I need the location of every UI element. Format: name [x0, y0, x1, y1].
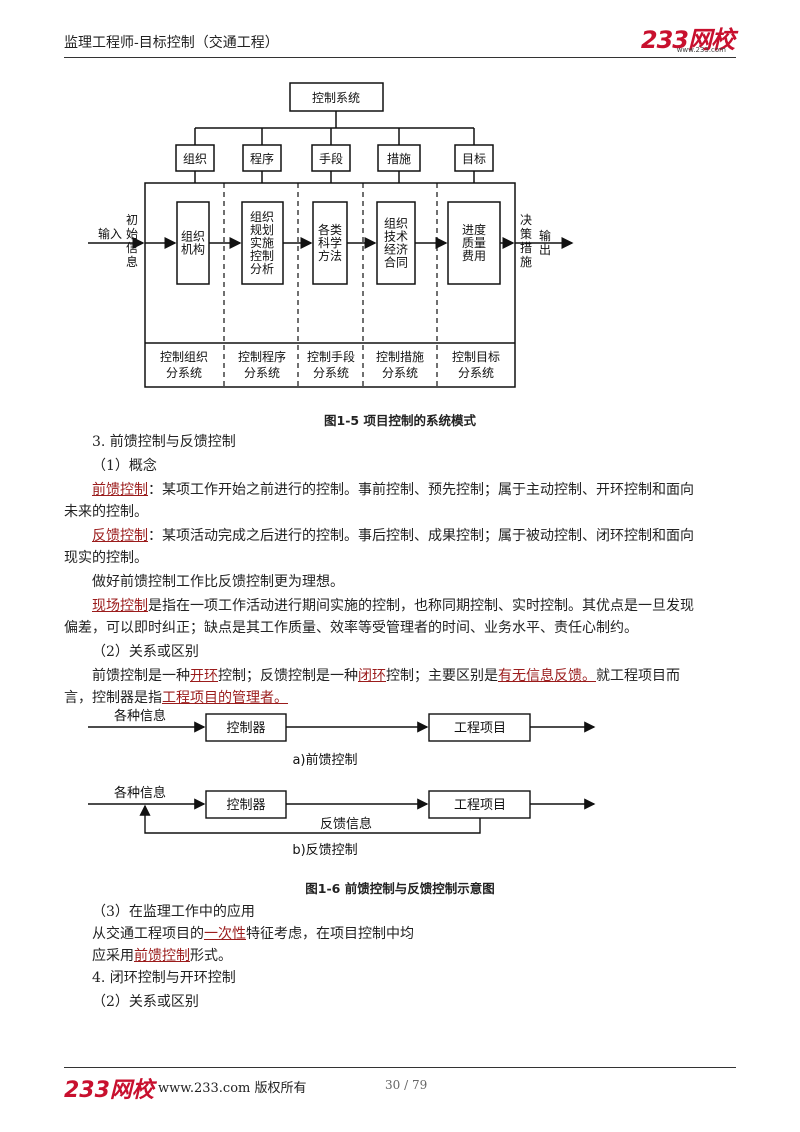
- decision-char: 策: [520, 227, 532, 241]
- subsystem-label: 分系统: [458, 366, 494, 380]
- inner-box-label: 各类: [318, 222, 342, 237]
- initial-info-char: 初: [126, 213, 138, 227]
- inner-box-label: 费用: [462, 249, 486, 263]
- control-system-label: 控制系统: [312, 91, 360, 105]
- inner-box-label: 机构: [181, 242, 205, 257]
- inner-box-label: 经济: [384, 242, 408, 257]
- inner-box-label: 科学: [318, 235, 342, 250]
- brand-url: www.233.com: [676, 46, 726, 54]
- decision-char: 施: [520, 255, 532, 269]
- footer-copyright: www.233.com 版权所有: [158, 1081, 307, 1096]
- subsystem-label: 分系统: [313, 366, 349, 380]
- feedback-paragraph-cont: 现实的控制。: [64, 550, 148, 566]
- brand-logo: 233网校: [640, 26, 735, 54]
- section-4-title: 4. 闭环控制与开环控制: [92, 970, 236, 986]
- inner-box-label: 质量: [462, 236, 486, 250]
- header-title: 监理工程师-目标控制（交通工程）: [64, 35, 279, 51]
- category-label: 组织: [183, 152, 207, 166]
- input-label: 输入: [98, 226, 122, 241]
- inner-box-label: 分析: [250, 262, 274, 276]
- inner-box-label: 组织: [181, 230, 205, 244]
- footer-rule: [64, 1067, 736, 1068]
- inner-box-label: 组织: [384, 217, 408, 231]
- ideal-paragraph: 做好前馈控制工作比反馈控制更为理想。: [92, 574, 344, 590]
- section-3-1-title: （1）概念: [92, 458, 157, 474]
- inner-box-label: 规划: [250, 222, 274, 237]
- inner-box-label: 方法: [318, 248, 342, 263]
- info-label-b: 各种信息: [114, 785, 166, 801]
- application-paragraph-cont: 应采用前馈控制形式。: [92, 948, 232, 964]
- decision-char: 措: [520, 241, 532, 255]
- inner-box-label: 实施: [250, 235, 274, 250]
- subsystem-label: 分系统: [244, 366, 280, 380]
- realtime-paragraph-cont: 偏差，可以即时纠正；缺点是其工作质量、效率等受管理者的时间、业务水平、责任心制约…: [64, 620, 638, 636]
- initial-info-char: 始: [126, 227, 138, 241]
- output-label-char: 出: [539, 243, 551, 257]
- controller-label-b: 控制器: [226, 798, 265, 813]
- subcaption-b: b)反馈控制: [292, 843, 357, 858]
- page-number: 30 / 79: [385, 1078, 428, 1092]
- header-rule: [64, 57, 736, 58]
- category-label: 目标: [462, 152, 486, 166]
- feedforward-paragraph: 前馈控制：某项工作开始之前进行的控制。事前控制、预先控制；属于主动控制、开环控制…: [92, 482, 694, 498]
- category-label: 手段: [319, 151, 343, 166]
- output-label-char: 输: [539, 228, 551, 243]
- figure-1-5-caption: 图1-5 项目控制的系统模式: [324, 413, 476, 428]
- feedback-paragraph: 反馈控制：某项活动完成之后进行的控制。事后控制、成果控制；属于被动控制、闭环控制…: [92, 528, 694, 544]
- application-paragraph: 从交通工程项目的一次性特征考虑，在项目控制中均: [92, 926, 414, 942]
- initial-info-char: 息: [126, 254, 138, 269]
- subsystem-label: 控制目标: [452, 350, 500, 364]
- info-label-a: 各种信息: [114, 708, 166, 724]
- relation-paragraph: 前馈控制是一种开环控制；反馈控制是一种闭环控制；主要区别是有无信息反馈。就工程项…: [92, 668, 680, 684]
- feedback-label: 反馈信息: [320, 816, 372, 832]
- project-label-a: 工程项目: [454, 721, 506, 736]
- feedforward-feedback-diagram: 各种信息 控制器 工程项目 a)前馈控制 各种信息 控制器 工程项目 反馈信息 …: [88, 708, 596, 858]
- category-label: 措施: [387, 152, 411, 166]
- subsystem-label: 控制程序: [238, 349, 286, 364]
- inner-box-label: 技术: [384, 230, 408, 244]
- inner-box-label: 进度: [462, 222, 486, 237]
- inner-box-label: 控制: [250, 249, 274, 263]
- section-3-title: 3. 前馈控制与反馈控制: [92, 434, 236, 450]
- subsystem-label: 控制组织: [160, 350, 208, 364]
- subsystem-label: 分系统: [166, 366, 202, 380]
- project-label-b: 工程项目: [454, 798, 506, 813]
- subsystem-label: 控制措施: [376, 350, 424, 364]
- footer-logo: 233网校: [64, 1078, 154, 1103]
- section-3-3-title: （3）在监理工作中的应用: [92, 904, 255, 920]
- feedforward-paragraph-cont: 未来的控制。: [64, 504, 148, 520]
- realtime-paragraph: 现场控制是指在一项工作活动进行期间实施的控制，也称同期控制、实时控制。其优点是一…: [92, 598, 694, 614]
- subcaption-a: a)前馈控制: [292, 752, 357, 768]
- initial-info-char: 信: [126, 241, 138, 255]
- controller-label-a: 控制器: [226, 721, 265, 736]
- decision-char: 决: [520, 213, 532, 227]
- category-label: 程序: [250, 151, 274, 166]
- section-4-2-title: （2）关系或区别: [92, 994, 199, 1010]
- inner-box-label: 合同: [384, 255, 408, 270]
- control-system-diagram: 控制系统 组织程序手段措施目标 组织机构组织规划实施控制分析各类科学方法组织技术…: [88, 82, 574, 388]
- subsystem-label: 控制手段: [307, 349, 355, 364]
- figure-1-6-caption: 图1-6 前馈控制与反馈控制示意图: [305, 881, 495, 896]
- relation-paragraph-cont: 言，控制器是指工程项目的管理者。: [64, 690, 288, 706]
- section-3-2-title: （2）关系或区别: [92, 644, 199, 660]
- subsystem-label: 分系统: [382, 366, 418, 380]
- inner-box-label: 组织: [250, 210, 274, 224]
